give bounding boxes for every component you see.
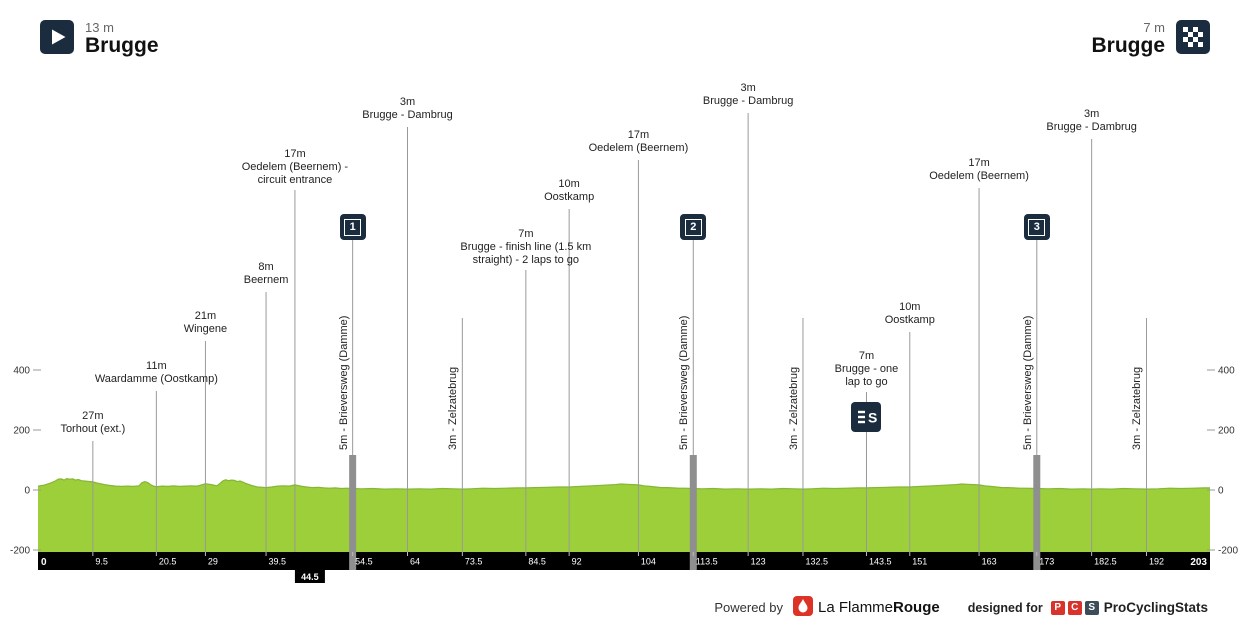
km-tick-label: 182.5 xyxy=(1094,557,1117,567)
km-tick-label: 29 xyxy=(208,557,218,567)
km-tick-label: 113.5 xyxy=(696,557,718,567)
km-tick-label: 64 xyxy=(410,557,420,567)
pass-badge-number: 3 xyxy=(1028,218,1046,236)
km-tick-label: 192 xyxy=(1149,557,1164,567)
waypoint-label-vertical: 3m - Zelzatebrug xyxy=(447,366,460,450)
km-tick-label: 73.5 xyxy=(465,557,483,567)
finish-flag-icon xyxy=(1176,20,1210,54)
km-below-box xyxy=(294,570,325,583)
km-tick-label: 203 xyxy=(1190,557,1207,568)
pass-badge-number: 1 xyxy=(344,218,362,236)
y-tick-label: 200 xyxy=(1218,426,1235,437)
pass-badge-2: 2 xyxy=(680,214,707,240)
km-tick-label: 163 xyxy=(982,557,997,567)
waypoint-label-vertical: 5m - Brieversweg (Damme) xyxy=(1021,315,1034,450)
start-elevation: 13 m xyxy=(85,20,114,35)
procyclingstats-label: ProCyclingStats xyxy=(1103,600,1208,615)
pass-badge-3: 3 xyxy=(1023,214,1050,240)
waypoint-label-vertical: 3m - Zelzatebrug xyxy=(1131,366,1144,450)
y-tick-label: -200 xyxy=(1218,546,1238,557)
finish-elevation: 7 m xyxy=(1143,20,1165,35)
lap-to-go-icon: S xyxy=(851,402,882,432)
finish-straight-band xyxy=(349,455,357,570)
finish-header: 7 m Brugge xyxy=(1091,20,1210,57)
procyclingstats-logo[interactable]: P C S ProCyclingStats xyxy=(1050,600,1208,615)
pcs-letter-s: S xyxy=(1084,600,1099,615)
km-tick-label: 104 xyxy=(641,557,656,567)
start-header: 13 m Brugge xyxy=(40,20,159,57)
km-tick-label: 9.5 xyxy=(95,557,108,567)
km-tick-label: 92 xyxy=(572,557,582,567)
footer: Powered by La FlammeRouge designed for P… xyxy=(714,596,1208,619)
y-tick-label: -200 xyxy=(10,546,30,557)
finish-name: Brugge xyxy=(1091,34,1166,57)
powered-by-label: Powered by xyxy=(714,600,783,615)
pass-badge-1: 1 xyxy=(339,214,366,240)
pass-badge-number: 2 xyxy=(684,218,702,236)
km-tick-label: 84.5 xyxy=(528,557,546,567)
waypoint-label-vertical: 5m - Brieversweg (Damme) xyxy=(678,315,691,450)
km-tick-label: 20.5 xyxy=(159,557,177,567)
waypoint-label-vertical: 5m - Brieversweg (Damme) xyxy=(337,315,350,450)
pcs-letter-p: P xyxy=(1050,600,1065,615)
y-tick-label: 400 xyxy=(13,366,30,377)
km-below-label: 44.5 xyxy=(301,572,319,582)
flame-icon xyxy=(793,596,813,619)
y-tick-label: 0 xyxy=(1218,486,1224,497)
terrain-area xyxy=(38,478,1210,552)
km-tick-label: 39.5 xyxy=(269,557,287,567)
start-name: Brugge xyxy=(85,34,159,57)
terrain-outline xyxy=(37,477,1210,490)
km-tick-label: 143.5 xyxy=(869,557,892,567)
x-axis-bar xyxy=(38,552,1210,570)
km-tick-label: 151 xyxy=(912,557,927,567)
waypoint-label-vertical: 3m - Zelzatebrug xyxy=(787,366,800,450)
svg-text:S: S xyxy=(868,410,877,426)
y-tick-label: 0 xyxy=(24,486,30,497)
km-tick-label: 132.5 xyxy=(805,557,828,567)
y-tick-label: 200 xyxy=(13,426,30,437)
pcs-letter-c: C xyxy=(1067,600,1082,615)
la-flamme-rouge-logo[interactable]: La FlammeRouge xyxy=(793,596,940,619)
finish-straight-band xyxy=(689,455,697,570)
km-tick-label: 123 xyxy=(751,557,766,567)
la-flamme-rouge-label: La FlammeRouge xyxy=(818,599,940,616)
km-tick-label: 173 xyxy=(1039,557,1054,567)
finish-straight-band xyxy=(1033,455,1041,570)
y-tick-label: 400 xyxy=(1218,366,1235,377)
start-flag-icon xyxy=(40,20,74,54)
designed-for-label: designed for xyxy=(967,600,1043,615)
km-tick-label: 0 xyxy=(41,557,47,568)
km-tick-label: 54.5 xyxy=(355,557,373,567)
